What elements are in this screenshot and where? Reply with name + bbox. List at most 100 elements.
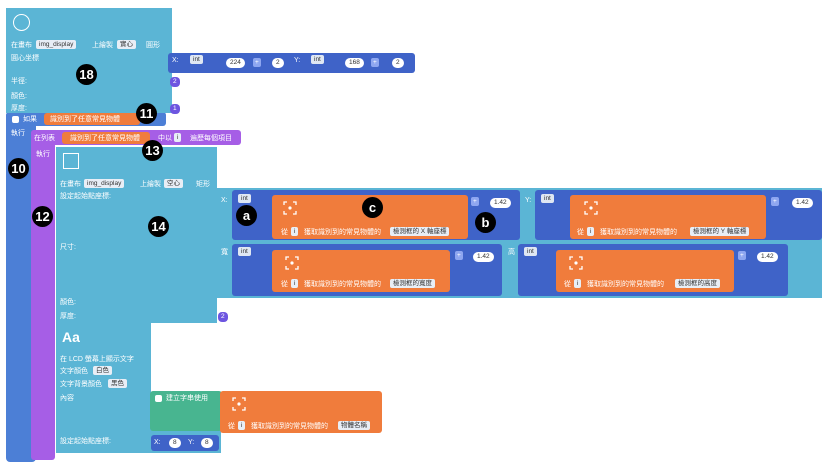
rect-h-get-text: 獲取識別到的常見物體的 — [587, 281, 664, 288]
circle-x-operand[interactable]: 2 — [272, 58, 284, 68]
circle-thickness-value[interactable]: 1 — [170, 104, 180, 114]
rect-y-type-dropdown[interactable]: int — [541, 194, 554, 203]
circle-color-sub-label: 顏色 — [176, 93, 190, 100]
circle-fill-dropdown[interactable]: 實心 — [117, 40, 136, 49]
circle-x-op[interactable]: + — [253, 58, 261, 67]
rect-start-label: 設定起始點座標: — [60, 193, 111, 200]
rect-x-op[interactable]: + — [471, 197, 479, 206]
foreach-var-dropdown[interactable]: i — [174, 133, 182, 142]
create-string-gear-icon[interactable] — [155, 395, 162, 402]
circle-radius-value[interactable]: 2 — [170, 77, 180, 87]
rect-y-label: Y: — [525, 197, 532, 204]
circle-on-canvas: 在畫布 — [11, 42, 32, 49]
lcd-y-label: Y: — [188, 439, 195, 446]
lcd-content-label: 內容 — [60, 395, 74, 402]
rect-x-type-dropdown[interactable]: int — [238, 194, 251, 203]
circle-y-label: Y: — [294, 57, 301, 64]
callout-b: b — [475, 212, 496, 233]
circle-x-type-dropdown[interactable]: int — [190, 55, 203, 64]
circle-thickness-label: 厚度: — [11, 105, 27, 112]
lcd-title: 在 LCD 螢幕上顯示文字 — [60, 356, 134, 363]
circle-shape-icon — [13, 14, 30, 31]
circle-center-label: 圓心坐標 — [11, 55, 39, 62]
callout-18: 18 — [76, 64, 97, 85]
x-camera-icon — [283, 201, 297, 215]
rect-y-from: 從 — [577, 229, 584, 236]
rect-size-label: 尺寸: — [60, 244, 76, 251]
rect-h-label: 高 — [508, 249, 515, 256]
rect-x-multiplier[interactable]: 1.42 — [490, 198, 511, 208]
rect-w-field-dropdown[interactable]: 檢測框的寬度 — [390, 279, 435, 288]
callout-10: 10 — [8, 158, 29, 179]
rect-y-get-text: 獲取識別到的常見物體的 — [600, 229, 677, 236]
lcd-bg-color-dropdown[interactable]: 黑色 — [108, 379, 127, 388]
circle-canvas-dropdown[interactable]: img_display — [36, 40, 77, 49]
rect-draw-on: 上繪製 — [140, 181, 161, 188]
rect-h-field-dropdown[interactable]: 檢測框的高度 — [675, 279, 720, 288]
rect-thickness-value[interactable]: 2 — [218, 312, 228, 322]
lcd-x-label: X: — [154, 439, 161, 446]
draw-rect-block[interactable] — [56, 147, 217, 323]
lcd-y-value[interactable]: 8 — [201, 438, 213, 448]
circle-y-type-dropdown[interactable]: int — [311, 55, 324, 64]
circle-y-operand[interactable]: 2 — [392, 58, 404, 68]
y-camera-icon — [584, 201, 598, 215]
rect-w-from: 從 — [281, 281, 288, 288]
rect-y-var[interactable]: i — [587, 227, 595, 236]
if-gear-icon[interactable] — [12, 116, 19, 123]
rect-fill-dropdown[interactable]: 空心 — [164, 179, 183, 188]
callout-14: 14 — [148, 216, 169, 237]
rect-on-canvas: 在畫布 — [60, 181, 81, 188]
rect-color-swatch[interactable] — [240, 299, 252, 307]
rect-thickness-label: 厚度: — [60, 313, 76, 320]
rect-y-multiplier[interactable]: 1.42 — [792, 198, 813, 208]
rect-w-var[interactable]: i — [291, 279, 299, 288]
lcd-text-color-dropdown[interactable]: 白色 — [93, 366, 112, 375]
lcd-from: 從 — [228, 423, 235, 430]
foreach-do-label: 執行 — [36, 151, 50, 158]
circle-draw-on: 上繪製 — [92, 42, 113, 49]
circle-y-value[interactable]: 168 — [345, 58, 364, 68]
rect-y-op[interactable]: + — [771, 197, 779, 206]
rect-h-op[interactable]: + — [738, 251, 746, 260]
rect-h-type-dropdown[interactable]: int — [524, 247, 537, 256]
callout-11: 11 — [136, 103, 157, 124]
rect-y-field-dropdown[interactable]: 檢測框的 Y 軸座標 — [690, 227, 750, 236]
lcd-start-label: 設定起始點座標: — [60, 438, 111, 445]
rect-x-label: X: — [221, 197, 228, 204]
draw-circle-block[interactable] — [6, 8, 172, 113]
rect-h-multiplier[interactable]: 1.42 — [757, 252, 778, 262]
foreach-with-label: 中以 — [158, 135, 172, 142]
rect-h-from: 從 — [564, 281, 571, 288]
foreach-block[interactable] — [31, 130, 55, 460]
rect-x-var[interactable]: i — [291, 227, 299, 236]
lcd-field-dropdown[interactable]: 物體名稱 — [338, 421, 370, 430]
rect-x-get-text: 獲取識別到的常見物體的 — [304, 229, 381, 236]
foreach-traverse-label: 遍歷每個項目 — [190, 135, 232, 142]
if-do-label: 執行 — [11, 130, 25, 137]
if-condition-block[interactable] — [44, 113, 140, 125]
lcd-x-value[interactable]: 8 — [169, 438, 181, 448]
lcd-text-color-label: 文字顏色 — [60, 368, 88, 375]
rect-color-label: 顏色: — [60, 299, 76, 306]
rect-w-get-text: 獲取識別到的常見物體的 — [304, 281, 381, 288]
circle-shape-name: 圓形 — [146, 42, 160, 49]
rect-x-field-dropdown[interactable]: 檢測框的 X 軸座標 — [390, 227, 450, 236]
rect-w-type-dropdown[interactable]: int — [238, 247, 251, 256]
rect-w-op[interactable]: + — [455, 251, 463, 260]
lcd-var[interactable]: i — [238, 421, 246, 430]
rect-canvas-dropdown[interactable]: img_display — [84, 179, 125, 188]
rect-w-label: 寬 — [221, 249, 228, 256]
rect-w-multiplier[interactable]: 1.42 — [473, 252, 494, 262]
circle-x-value[interactable]: 224 — [226, 58, 245, 68]
h-camera-icon — [569, 256, 583, 270]
rect-color-sub-label: 顏色 — [222, 299, 236, 306]
circle-color-swatch[interactable] — [193, 92, 205, 100]
rect-shape-name: 矩形 — [196, 181, 210, 188]
lcd-create-string-block[interactable] — [150, 391, 222, 431]
if-condition-text: 識別到了任意常見物體 — [50, 116, 120, 123]
foreach-in-list: 在列表 — [34, 135, 55, 142]
foreach-list-block[interactable] — [62, 132, 150, 144]
circle-y-op[interactable]: + — [371, 58, 379, 67]
rect-h-var[interactable]: i — [574, 279, 582, 288]
